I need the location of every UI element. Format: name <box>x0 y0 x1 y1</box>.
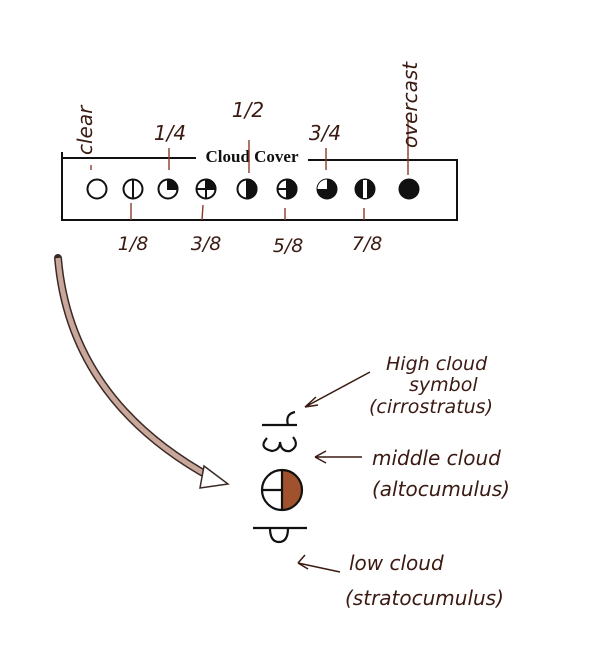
label-overcast: overcast <box>398 61 422 148</box>
low-cloud-line1: low cloud <box>349 551 444 575</box>
low-cloud-symbol <box>253 526 307 544</box>
symbol-overcast <box>398 178 420 200</box>
symbol-three-eighths <box>195 178 217 200</box>
station-circle-fill <box>282 470 302 510</box>
symbol-one-half <box>236 178 258 200</box>
symbol-seven-eighths <box>354 178 376 200</box>
label-one-half: 1/2 <box>232 98 264 122</box>
middle-cloud-line1: middle cloud <box>372 446 501 470</box>
high-cloud-line1: High cloud <box>386 353 488 375</box>
symbol-one-quarter <box>157 178 179 200</box>
symbol-three-quarters <box>316 178 338 200</box>
symbol-five-eighths <box>276 178 298 200</box>
label-one-eighth: 1/8 <box>118 233 149 255</box>
high-cloud-symbol <box>262 410 297 427</box>
symbol-one-eighth <box>122 178 144 200</box>
label-seven-eighths: 7/8 <box>352 233 383 255</box>
annotation-arrows <box>297 371 371 573</box>
tick-marks <box>90 120 409 221</box>
low-cloud-line2: (stratocumulus) <box>345 586 504 610</box>
middle-cloud-symbol <box>262 436 297 453</box>
high-cloud-line3: (cirrostratus) <box>369 396 493 418</box>
label-clear: clear <box>73 104 97 155</box>
label-five-eighths: 5/8 <box>273 235 304 257</box>
middle-cloud-line2: (altocumulus) <box>372 477 510 501</box>
station-model <box>253 410 307 544</box>
label-three-eighths: 3/8 <box>191 233 222 255</box>
high-cloud-line2: symbol <box>409 374 478 396</box>
cover-symbols <box>86 178 420 200</box>
curved-arrow <box>54 254 230 489</box>
label-one-quarter: 1/4 <box>154 121 186 145</box>
label-three-quarters: 3/4 <box>309 121 341 145</box>
symbol-clear <box>86 178 108 200</box>
chart-title: Cloud Cover <box>205 147 298 166</box>
